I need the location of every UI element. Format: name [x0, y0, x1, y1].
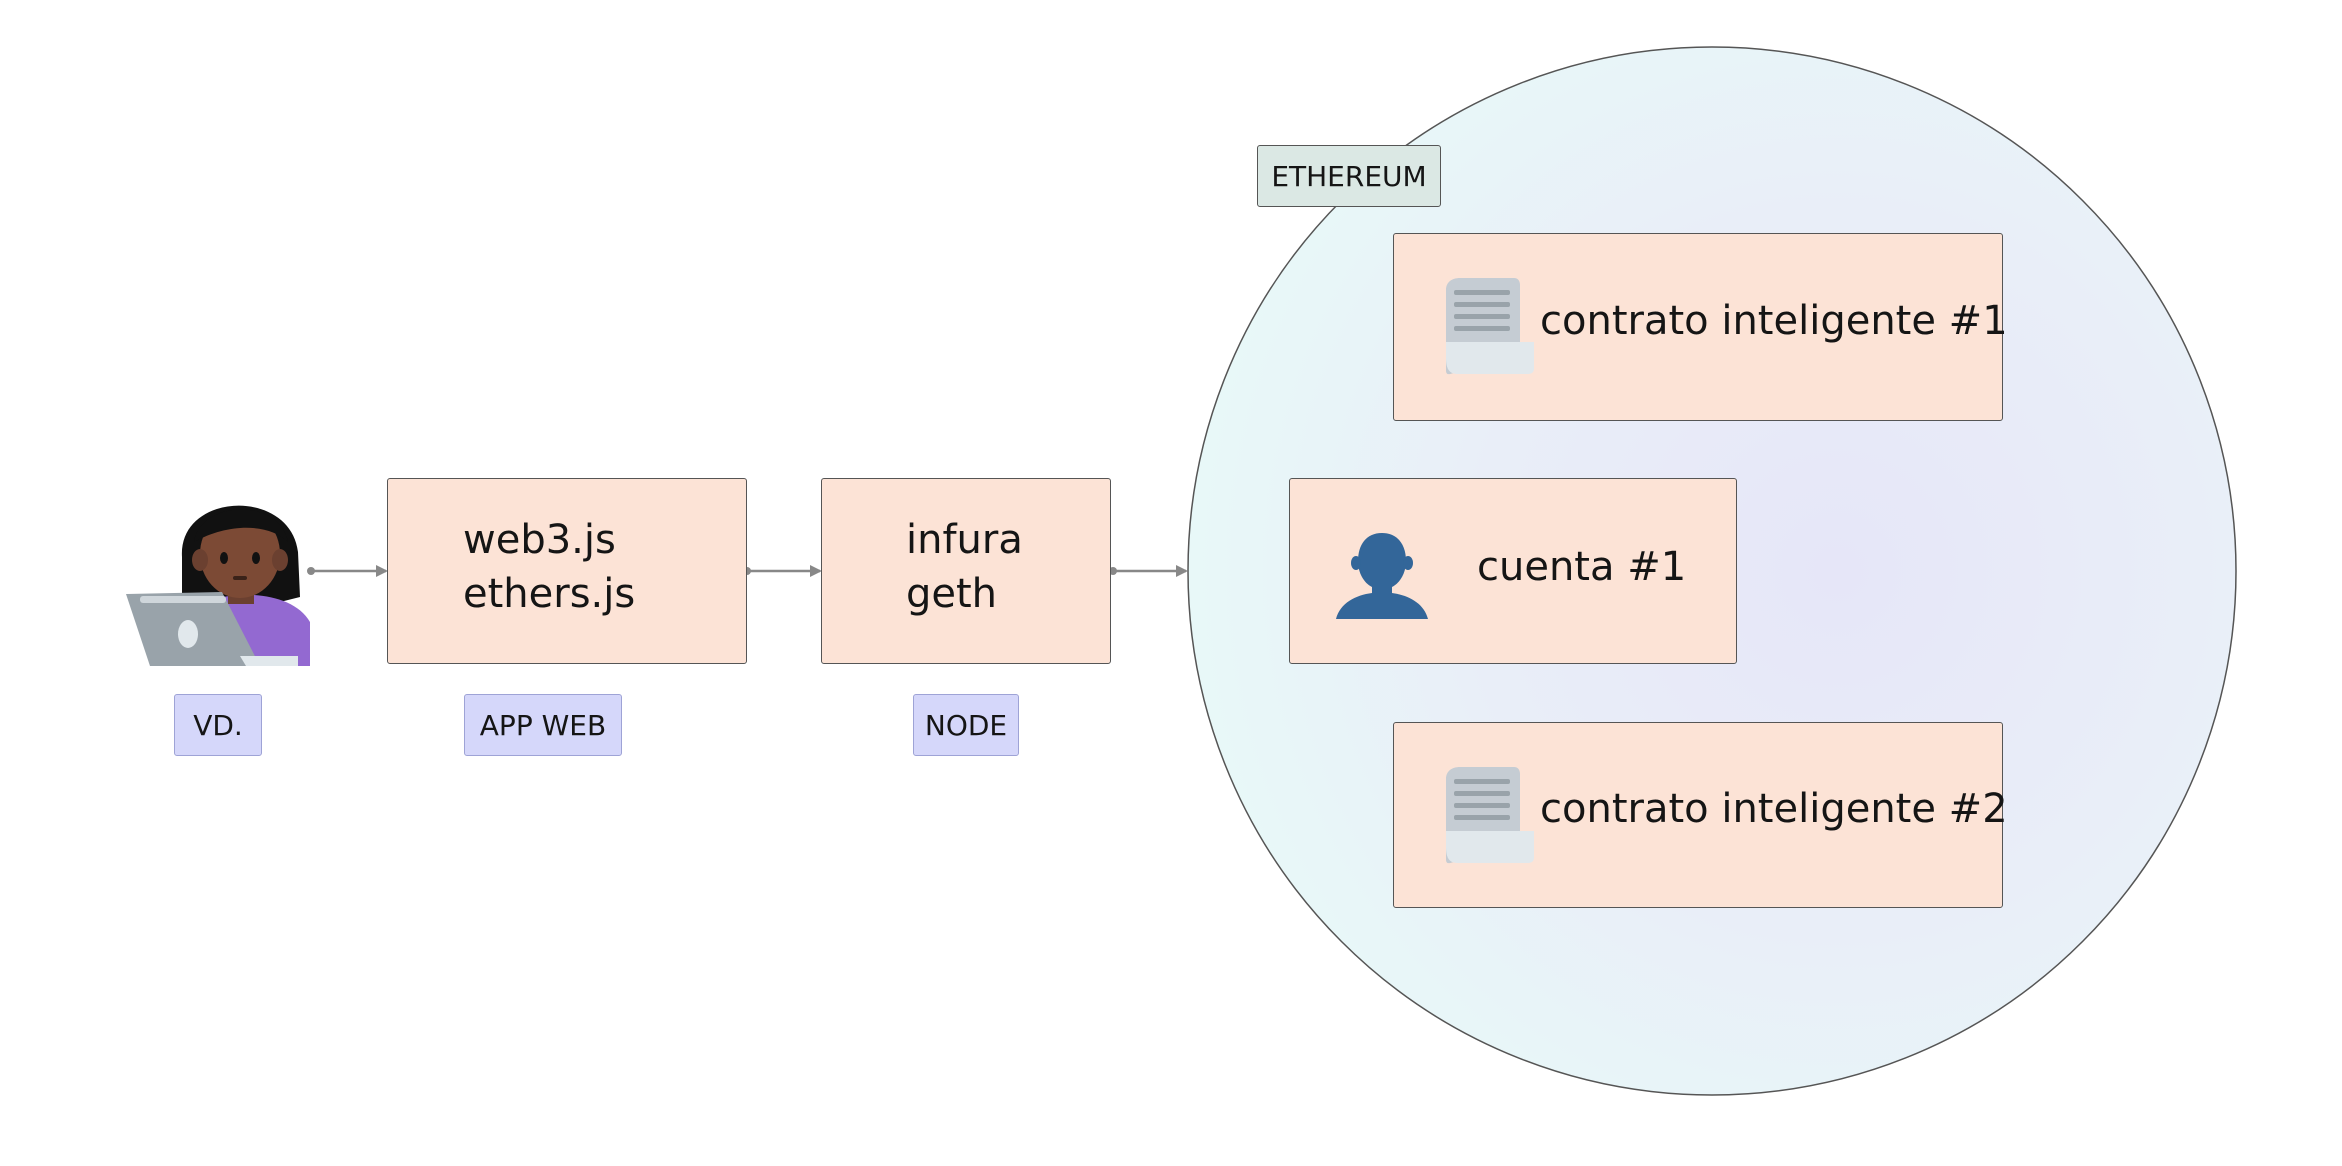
web-app-line-2: ethers.js: [463, 571, 636, 617]
smart-contract-2-text: contrato inteligente #2: [1540, 786, 2008, 832]
web-app-label: APP WEB: [464, 694, 622, 756]
web-app-box: [387, 478, 747, 664]
user-silhouette-icon: [1336, 533, 1428, 619]
user-node: [120, 472, 320, 672]
scroll-icon: [1446, 767, 1534, 864]
arrow-webapp-to-node: [743, 565, 822, 577]
user-label: VD.: [174, 694, 262, 756]
node-label: NODE: [913, 694, 1019, 756]
woman-with-laptop-icon: [126, 505, 310, 666]
arrow-user-to-webapp: [307, 565, 388, 577]
account-1-box: [1289, 478, 1737, 664]
node-line-1: infura: [906, 517, 1023, 563]
web-app-line-1: web3.js: [463, 517, 616, 563]
ethereum-label: ETHEREUM: [1257, 145, 1441, 207]
smart-contract-2-box: [1393, 722, 2003, 908]
node-line-2: geth: [906, 571, 998, 617]
scroll-icon: [1446, 278, 1534, 375]
account-1-text: cuenta #1: [1477, 544, 1687, 590]
arrow-node-to-ethereum: [1109, 565, 1188, 577]
smart-contract-1-box: [1393, 233, 2003, 421]
smart-contract-1-text: contrato inteligente #1: [1540, 298, 2008, 344]
node-box: [821, 478, 1111, 664]
